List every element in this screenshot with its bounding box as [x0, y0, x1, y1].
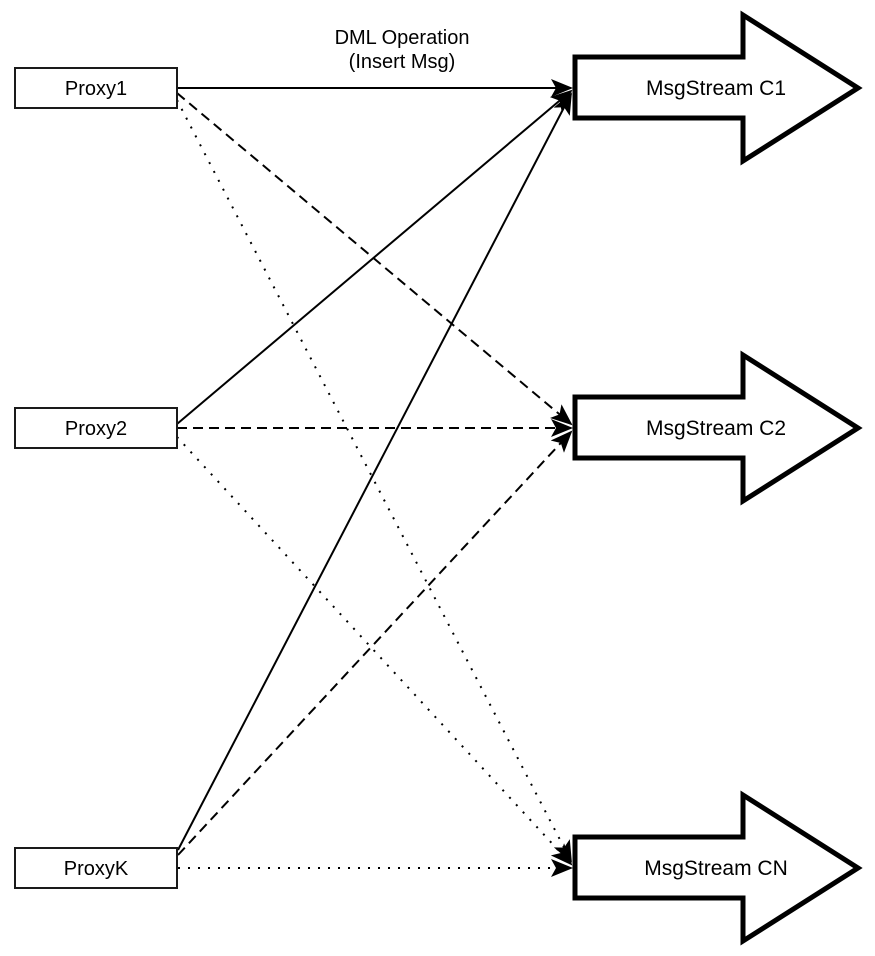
edge-proxyk-msgstream-c2 — [177, 430, 573, 856]
edge-proxyk-msgstream-c1 — [177, 92, 572, 851]
title-line1: DML Operation — [335, 27, 470, 49]
proxy2-box — [14, 407, 178, 449]
msgstream-cn-arrow-shape — [572, 790, 863, 946]
title-line2: (Insert Msg) — [349, 51, 456, 73]
msgstream-c2-label: MsgStream C2 — [646, 417, 786, 440]
stream-node-cn: MsgStream CN — [572, 790, 863, 946]
edge-group — [176, 79, 573, 877]
stream-node-c1: MsgStream C1 — [572, 10, 863, 166]
msgstream-c2-arrow-shape — [572, 350, 863, 506]
proxy1-box — [14, 67, 178, 109]
proxy1-label: Proxy1 — [65, 78, 127, 100]
msgstream-c1-label: MsgStream C1 — [646, 77, 786, 100]
proxy-node-proxyk: ProxyK — [14, 847, 178, 889]
proxy-node-proxy2: Proxy2 — [14, 407, 178, 449]
proxyk-label: ProxyK — [64, 858, 129, 880]
msgstream-c1-arrow-shape — [572, 10, 863, 166]
edge-proxy2-msgstream-cn — [176, 436, 573, 866]
edge-proxy1-msgstream-cn — [176, 99, 572, 863]
msgstream-cn-label: MsgStream CN — [644, 857, 788, 880]
diagram-title: DML Operation (Insert Msg) — [335, 27, 470, 73]
proxy-node-proxy1: Proxy1 — [14, 67, 178, 109]
stream-node-c2: MsgStream C2 — [572, 350, 863, 506]
proxyk-box — [14, 847, 178, 889]
edge-proxy1-msgstream-c2 — [176, 92, 573, 426]
proxy2-label: Proxy2 — [65, 418, 127, 440]
